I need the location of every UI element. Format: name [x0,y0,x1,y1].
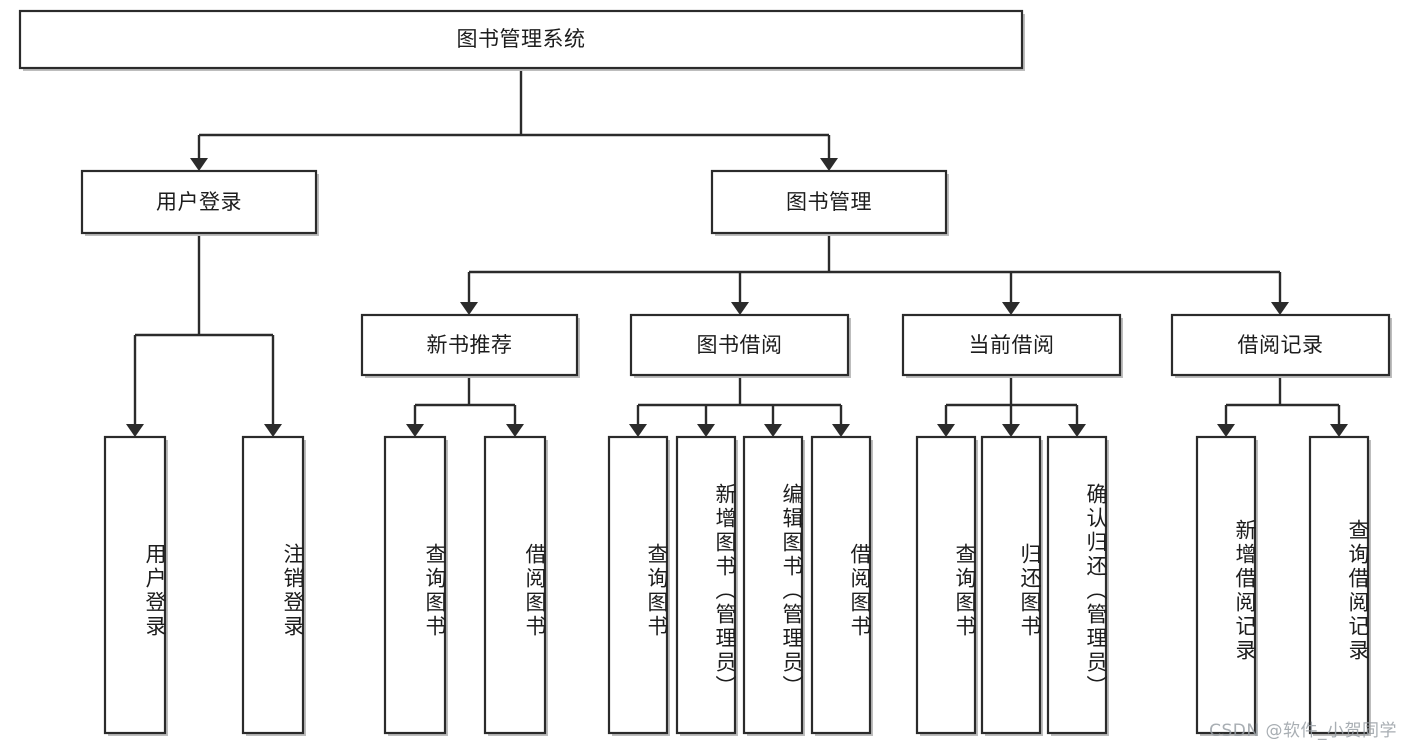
node-box-leaf-add-borrow-record[interactable] [1195,435,1257,735]
node-box-leaf-query-book-recommend[interactable] [383,435,447,735]
node-box-leaf-edit-book-admin[interactable] [742,435,804,735]
connector-arrow-conn-borrow-to-leaves-2 [764,424,782,437]
node-box-leaf-query-borrow-record[interactable] [1308,435,1370,735]
connector-arrow-conn-recommend-to-leaves-1 [506,424,524,437]
node-box-user-login[interactable] [80,169,318,235]
node-box-leaf-add-book-admin[interactable] [675,435,737,735]
node-box-book-borrow[interactable] [629,313,850,377]
connector-arrow-conn-root-to-level2-1 [820,158,838,171]
connector-arrow-conn-borrow-to-leaves-3 [832,424,850,437]
connector-arrow-conn-current-to-leaves-2 [1068,424,1086,437]
node-box-leaf-borrow-book[interactable] [810,435,872,735]
connector-arrow-conn-borrow-to-leaves-0 [629,424,647,437]
node-box-leaf-return-book[interactable] [980,435,1042,735]
connector-arrow-conn-record-to-leaves-1 [1330,424,1348,437]
connector-arrow-conn-user-login-to-leaves-0 [126,424,144,437]
node-box-new-book-recommend[interactable] [360,313,579,377]
node-box-leaf-borrow-book-recommend[interactable] [483,435,547,735]
connector-arrow-conn-book-manage-to-level3-0 [460,302,478,315]
connector-arrow-conn-record-to-leaves-0 [1217,424,1235,437]
node-box-layer [18,9,1392,736]
connector-arrow-conn-borrow-to-leaves-1 [697,424,715,437]
node-box-book-manage[interactable] [710,169,948,235]
node-box-leaf-logout[interactable] [241,435,305,735]
connector-arrow-conn-book-manage-to-level3-1 [731,302,749,315]
connector-arrow-conn-book-manage-to-level3-3 [1271,302,1289,315]
node-box-leaf-user-login[interactable] [103,435,167,735]
node-box-root[interactable] [18,9,1024,70]
node-box-leaf-query-book-current[interactable] [915,435,977,735]
connector-arrow-conn-user-login-to-leaves-1 [264,424,282,437]
node-box-leaf-query-book-borrow[interactable] [607,435,669,735]
connector-arrow-conn-current-to-leaves-0 [937,424,955,437]
connector-arrow-conn-recommend-to-leaves-0 [406,424,424,437]
connector-arrow-conn-current-to-leaves-1 [1002,424,1020,437]
node-box-leaf-confirm-return-admin[interactable] [1046,435,1108,735]
connector-arrow-conn-book-manage-to-level3-2 [1002,302,1020,315]
node-box-borrow-record[interactable] [1170,313,1391,377]
connector-layer [126,68,1348,437]
node-box-current-borrow[interactable] [901,313,1122,377]
connector-arrow-conn-root-to-level2-0 [190,158,208,171]
